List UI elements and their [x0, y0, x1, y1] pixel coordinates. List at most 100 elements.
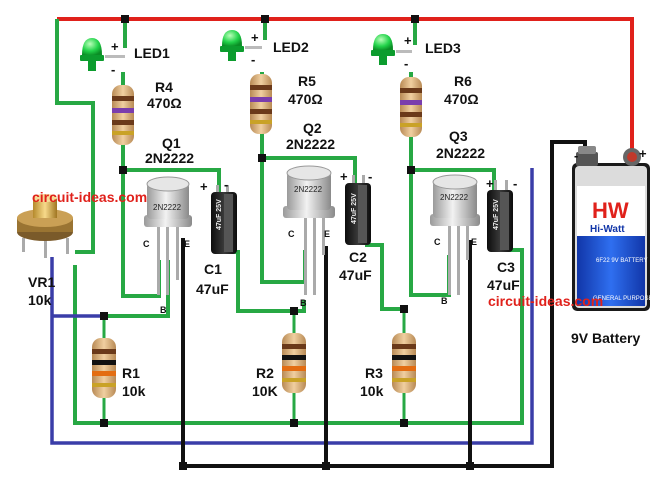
led2: + - — [220, 30, 262, 67]
capacitor-c3: 47uF 25V — [487, 180, 513, 252]
q2-chip-text: 2N2222 — [294, 185, 323, 194]
led1-label: LED1 — [134, 45, 170, 61]
c1-plus: + — [200, 179, 208, 194]
svg-text:47uF 25V: 47uF 25V — [493, 199, 500, 230]
junction-dot — [119, 166, 127, 174]
r5-label: R5 — [298, 73, 316, 89]
junction-dot — [290, 419, 298, 427]
junction-dot — [466, 462, 474, 470]
r4-label: R4 — [155, 79, 173, 95]
resistor-r2 — [282, 333, 306, 393]
junction-dot — [121, 15, 129, 23]
stage-1: + - LED1 R4 470Ω Q1 2N2222 2N2222 C E B — [80, 38, 237, 399]
junction-dot — [179, 462, 187, 470]
led2-minus: - — [251, 52, 255, 67]
coupling-wire — [365, 243, 404, 311]
battery-logo: HW — [592, 198, 629, 223]
transistor-q3: 2N2222 — [430, 174, 480, 295]
junction-dot — [100, 419, 108, 427]
r2-value: 10K — [252, 383, 278, 399]
led2-label: LED2 — [273, 39, 309, 55]
resistor-r1 — [92, 338, 116, 398]
q1-type: 2N2222 — [145, 150, 194, 166]
junction-dot — [400, 305, 408, 313]
junction-dot — [322, 462, 330, 470]
transistor-q2: 2N2222 — [283, 165, 335, 295]
led1-plus: + — [111, 39, 119, 54]
c3-plus: + — [486, 176, 494, 191]
positive-rail-wire — [57, 17, 634, 155]
q3-chip-text: 2N2222 — [440, 193, 469, 202]
c3-minus: - — [513, 176, 517, 191]
q3-label: Q3 — [449, 128, 468, 144]
q2-type: 2N2222 — [286, 136, 335, 152]
battery-label: 9V Battery — [571, 330, 640, 346]
junction-dot — [411, 15, 419, 23]
c1-minus: - — [224, 177, 228, 192]
potentiometer-vr1 — [17, 194, 73, 258]
junction-dot — [400, 419, 408, 427]
battery-9v: HW Hi-Watt 6F22 9V BATTERY GENERAL PURPO… — [572, 146, 652, 311]
stage-3: + - LED3 R6 470Ω Q3 2N2222 2N2222 C E B — [360, 33, 520, 399]
capacitor-c1: 47uF 25V — [211, 185, 237, 254]
q1-label: Q1 — [162, 135, 181, 151]
junction-dot — [407, 166, 415, 174]
c1-value: 47uF — [196, 281, 229, 297]
ground-wire — [181, 140, 587, 468]
q1-emitter-pin: E — [184, 239, 190, 249]
q3-emitter-pin: E — [471, 237, 477, 247]
q3-base-pin: B — [441, 296, 448, 306]
r3-value: 10k — [360, 383, 384, 399]
capacitor-c2: 47uF 25V — [345, 175, 371, 245]
q3-type: 2N2222 — [436, 145, 485, 161]
c3-value: 47uF — [487, 277, 520, 293]
q2-collector-pin: C — [288, 229, 295, 239]
battery-bottom-text: GENERAL PURPOSE — [593, 296, 652, 302]
junction-dot — [100, 312, 108, 320]
led2-plus: + — [251, 30, 259, 45]
r4-value: 470Ω — [147, 95, 182, 111]
led1-minus: - — [111, 62, 115, 77]
svg-text:47uF 25V: 47uF 25V — [216, 199, 223, 230]
battery-plus: + — [639, 146, 647, 161]
resistor-r5 — [250, 74, 272, 134]
vr1-label: VR1 — [28, 274, 55, 290]
r1-label: R1 — [122, 365, 140, 381]
transistor-q1: 2N2222 — [144, 176, 192, 295]
stage-2: + - LED2 R5 470Ω Q2 2N2222 2N2222 C E B — [220, 30, 372, 399]
battery-body-text: 6F22 9V BATTERY — [596, 258, 647, 264]
junction-dot — [261, 15, 269, 23]
pot-lead-wire — [55, 19, 95, 254]
watermark-right: circuit-ideas.com — [488, 293, 603, 309]
led3-minus: - — [404, 56, 408, 71]
q1-collector-pin: C — [143, 239, 150, 249]
svg-text:47uF 25V: 47uF 25V — [351, 193, 358, 224]
q2-label: Q2 — [303, 120, 322, 136]
junction-dot — [290, 307, 298, 315]
c3-label: C3 — [497, 259, 515, 275]
junction-dots — [100, 15, 474, 470]
q2-base-pin: B — [300, 298, 307, 308]
coupling-wire — [73, 248, 524, 425]
led1: + - — [80, 38, 125, 77]
q1-chip-text: 2N2222 — [153, 203, 182, 212]
c2-value: 47uF — [339, 267, 372, 283]
c1-label: C1 — [204, 261, 222, 277]
q3-collector-pin: C — [434, 237, 441, 247]
pot-blue-wire — [50, 168, 534, 445]
r5-value: 470Ω — [288, 91, 323, 107]
r3-label: R3 — [365, 365, 383, 381]
q1-base-pin: B — [160, 305, 167, 315]
c2-minus: - — [368, 169, 372, 184]
battery-brand: Hi-Watt — [590, 224, 625, 235]
r6-label: R6 — [454, 73, 472, 89]
r2-label: R2 — [256, 365, 274, 381]
led3-label: LED3 — [425, 40, 461, 56]
resistor-r3 — [392, 333, 416, 393]
vr1-value: 10k — [28, 292, 52, 308]
led3: + - — [371, 33, 412, 71]
c2-label: C2 — [349, 249, 367, 265]
resistor-r4 — [112, 85, 134, 145]
junction-dot — [258, 154, 266, 162]
